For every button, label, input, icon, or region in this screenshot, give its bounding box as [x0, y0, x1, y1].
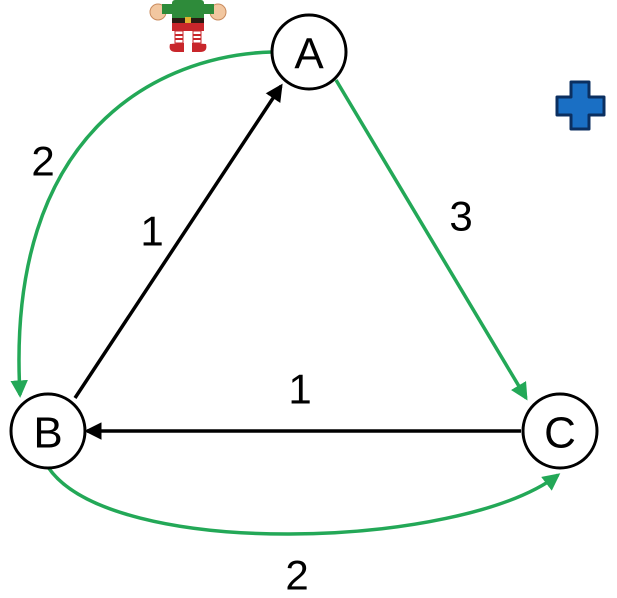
node-b-label: B [33, 409, 62, 458]
node-b: B [9, 392, 87, 470]
node-a: A [270, 13, 348, 91]
elf-figure-icon [149, 0, 227, 52]
edge-weight-b-to-c: 2 [285, 552, 308, 598]
edge-a-to-b [10, 50, 273, 398]
edge-weight-c-to-b: 1 [288, 366, 311, 413]
blue-plus-icon [555, 80, 606, 131]
edge-b-to-c [46, 466, 561, 536]
edge-weight-a-to-c: 3 [449, 193, 472, 240]
node-a-label: A [294, 30, 324, 79]
edge-b-to-a [73, 83, 283, 399]
edge-weight-a-to-b: 2 [31, 138, 54, 185]
edge-weight-b-to-a: 1 [140, 208, 163, 255]
node-c: C [521, 392, 599, 470]
node-c-label: C [544, 409, 576, 458]
edge-a-to-c [334, 79, 528, 401]
